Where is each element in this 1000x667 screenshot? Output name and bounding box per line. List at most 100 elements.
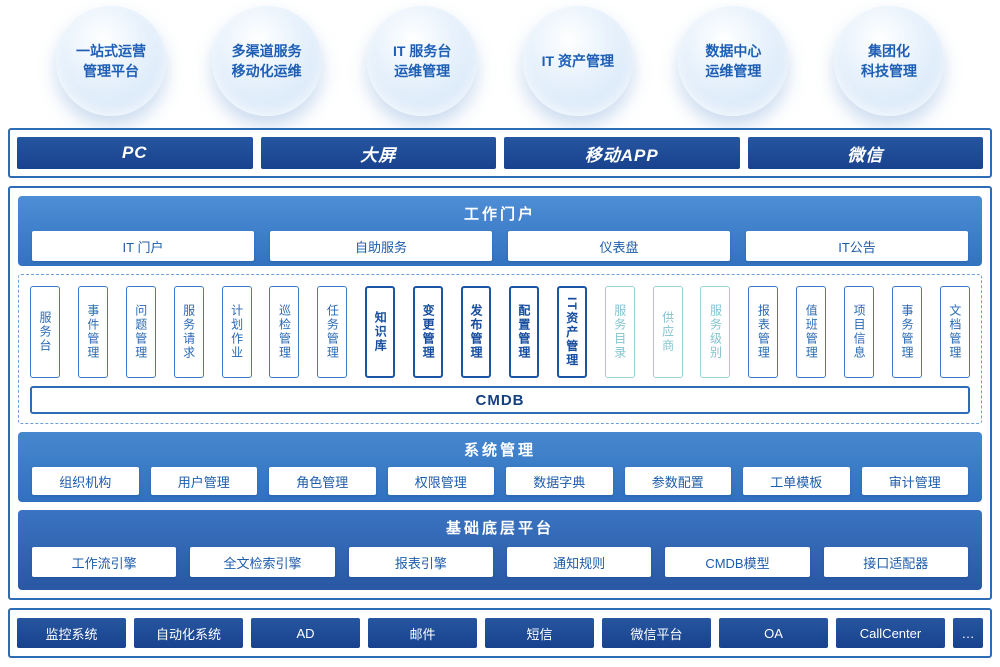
system-mgmt-panel: 系统管理 组织机构 用户管理 角色管理 权限管理 数据字典 参数配置 工单模板 …	[18, 432, 982, 502]
system-item-parameter-config: 参数配置	[624, 467, 731, 495]
module-change-mgmt: 变更管理	[413, 286, 444, 378]
module-project-info: 项目信息	[844, 286, 875, 378]
solution-bubbles: 一站式运营 管理平台 多渠道服务 移动化运维 IT 服务台 运维管理 IT 资产…	[0, 6, 1000, 124]
module-label: 问题管理	[133, 304, 148, 360]
system-mgmt-title: 系统管理	[463, 442, 536, 459]
module-duty-mgmt: 值班管理	[796, 286, 827, 378]
work-portal-panel: 工作门户 IT 门户 自助服务 仪表盘 IT公告	[18, 196, 982, 266]
module-label: 供应商	[660, 311, 675, 353]
integration-sms: 短信	[485, 618, 594, 648]
integration-automation-system: 自动化系统	[134, 618, 243, 648]
platform-item-fulltext-search-engine: 全文检索引擎	[190, 547, 335, 577]
module-label: 发布管理	[469, 304, 484, 360]
channel-wechat: 微信	[747, 137, 983, 169]
module-label: 报表管理	[756, 304, 771, 360]
module-service-request: 服务请求	[173, 286, 204, 378]
module-supplier: 供应商	[652, 286, 683, 378]
platform-item-cmdb-model: CMDB模型	[665, 547, 810, 577]
module-label: 服务级别	[708, 304, 723, 360]
system-item-user-mgmt: 用户管理	[150, 467, 257, 495]
module-report-mgmt: 报表管理	[748, 286, 779, 378]
bubble-label-line: 运维管理	[394, 63, 451, 79]
module-it-asset-mgmt: IT资产管理	[556, 286, 587, 378]
portal-item-it-portal: IT 门户	[32, 231, 254, 261]
system-item-ticket-template: 工单模板	[743, 467, 850, 495]
module-label: 事务管理	[900, 304, 915, 360]
module-config-mgmt: 配置管理	[508, 286, 539, 378]
module-incident-mgmt: 事件管理	[77, 286, 108, 378]
integration-callcenter: CallCenter	[836, 618, 945, 648]
platform-item-workflow-engine: 工作流引擎	[32, 547, 177, 577]
module-label: 项目信息	[852, 304, 867, 360]
platform-item-report-engine: 报表引擎	[348, 547, 493, 577]
bubble-label-line: 集团化	[867, 43, 910, 59]
module-label: 服务台	[38, 311, 52, 353]
system-item-role-mgmt: 角色管理	[269, 467, 376, 495]
platform-item-interface-adapter: 接口适配器	[823, 547, 968, 577]
integration-wechat-platform: 微信平台	[602, 618, 711, 648]
bubble-label-line: 多渠道服务	[231, 43, 302, 59]
integration-oa: OA	[719, 618, 828, 648]
bubble-multichannel-mobile-ops: 多渠道服务 移动化运维	[211, 6, 322, 116]
module-inspection-mgmt: 巡检管理	[269, 286, 300, 378]
module-task-mgmt: 任务管理	[317, 286, 348, 378]
base-platform-items: 工作流引擎 全文检索引擎 报表引擎 通知规则 CMDB模型 接口适配器	[32, 547, 968, 577]
bubble-label-line: IT 服务台	[393, 43, 452, 59]
channel-pc: PC	[17, 137, 253, 169]
system-item-organization: 组织机构	[32, 467, 139, 495]
base-platform-title: 基础底层平台	[445, 520, 554, 537]
module-label: 任务管理	[325, 304, 340, 360]
bubble-datacenter-ops: 数据中心 运维管理	[678, 6, 789, 116]
integration-email: 邮件	[368, 618, 477, 648]
work-portal-title: 工作门户	[463, 206, 536, 223]
module-label: 值班管理	[804, 304, 819, 360]
main-platform-frame: 工作门户 IT 门户 自助服务 仪表盘 IT公告 服务台 事件管理 问题管理	[8, 186, 992, 600]
platform-item-notification-rules: 通知规则	[506, 547, 652, 577]
module-label: 知识库	[373, 311, 388, 353]
module-label: 变更管理	[421, 304, 436, 360]
portal-item-dashboard: 仪表盘	[508, 231, 730, 261]
channel-big-screen: 大屏	[260, 137, 496, 169]
module-label: 事件管理	[85, 304, 100, 360]
bubble-label-line: 科技管理	[860, 63, 917, 79]
module-affairs-mgmt: 事务管理	[892, 286, 923, 378]
module-knowledge-base: 知识库	[365, 286, 396, 378]
module-label: 巡检管理	[277, 304, 292, 360]
module-label: 服务请求	[181, 304, 196, 360]
module-service-catalog: 服务目录	[604, 286, 635, 378]
bubble-group-tech-management: 集团化 科技管理	[833, 6, 944, 116]
itsm-modules-area: 服务台 事件管理 问题管理 服务请求 计划作业 巡检管理 任务管	[18, 274, 982, 424]
module-label: 配置管理	[516, 304, 531, 360]
bubble-label-line: 移动化运维	[231, 63, 302, 79]
bubble-label-line: 管理平台	[83, 63, 139, 79]
module-service-desk: 服务台	[30, 286, 60, 378]
module-planned-jobs: 计划作业	[221, 286, 252, 378]
module-label: 文档管理	[947, 304, 962, 360]
base-platform-panel: 基础底层平台 工作流引擎 全文检索引擎 报表引擎 通知规则 CMDB模型 接口适…	[18, 510, 982, 590]
bubble-one-stop-operations: 一站式运营 管理平台	[56, 6, 166, 116]
module-document-mgmt: 文档管理	[939, 286, 970, 378]
portal-item-it-bulletin: IT公告	[746, 231, 968, 261]
integration-more: …	[953, 618, 983, 648]
integration-ad: AD	[251, 618, 360, 648]
integration-monitoring-system: 监控系统	[17, 618, 126, 648]
channel-mobile-app: 移动APP	[504, 137, 740, 169]
itsm-modules-row: 服务台 事件管理 问题管理 服务请求 计划作业 巡检管理 任务管	[30, 286, 970, 378]
channel-strip: PC 大屏 移动APP 微信	[8, 128, 992, 178]
cmdb-bar: CMDB	[30, 386, 970, 414]
module-label: IT资产管理	[564, 296, 579, 368]
bubble-label-line: 运维管理	[705, 63, 762, 79]
work-portal-items: IT 门户 自助服务 仪表盘 IT公告	[32, 231, 968, 261]
system-mgmt-items: 组织机构 用户管理 角色管理 权限管理 数据字典 参数配置 工单模板 审计管理	[32, 467, 968, 495]
module-label: 计划作业	[229, 304, 244, 360]
bubble-it-service-desk: IT 服务台 运维管理	[367, 6, 478, 116]
bubble-it-asset-management: IT 资产管理	[522, 6, 633, 116]
system-item-audit-mgmt: 审计管理	[861, 467, 968, 495]
portal-item-self-service: 自助服务	[270, 231, 492, 261]
system-item-permission-mgmt: 权限管理	[387, 467, 494, 495]
module-release-mgmt: 发布管理	[461, 286, 492, 378]
module-label: 服务目录	[612, 304, 627, 360]
bubble-label-line: 数据中心	[705, 43, 762, 59]
module-problem-mgmt: 问题管理	[125, 286, 156, 378]
